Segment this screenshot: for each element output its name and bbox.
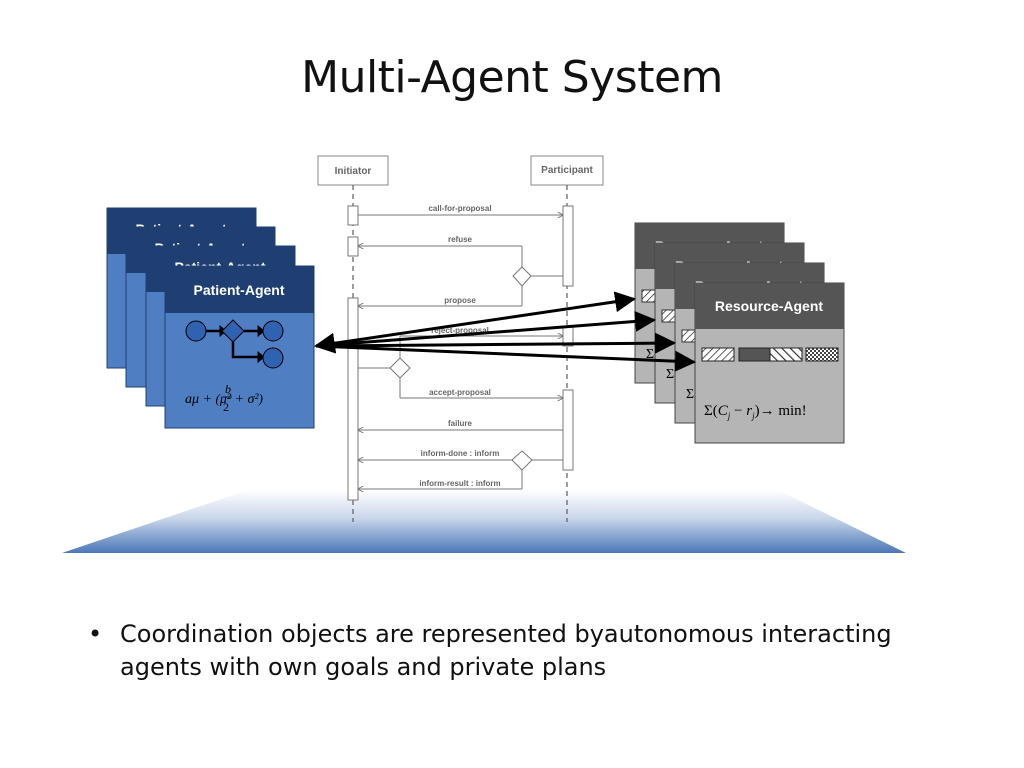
base-platform [62,490,906,553]
svg-text:Σ: Σ [686,387,694,402]
resource-agent-stack: Resource-Agent Σ Resource-Agent Σ Resour… [634,222,845,444]
process-flow-icon [185,319,284,369]
msg-propose: propose [444,296,476,305]
agent-connections [313,291,697,372]
msg-refuse: refuse [448,235,473,244]
connection-arrow [313,291,637,354]
svg-text:Σ: Σ [666,367,674,382]
svg-text:b: b [225,382,231,396]
msg-failure: failure [448,419,473,428]
decision-diamond [511,450,533,471]
patient-agent-card: Patient-Agent aμ + (μ² + σ²) b 2 [164,265,315,429]
msg-call-for-proposal: call-for-proposal [428,204,491,213]
initiator-label: Initiator [335,166,372,177]
activation-bar [562,389,574,471]
decision-diamond [512,266,532,287]
slide-title: Multi-Agent System [301,52,723,103]
initiator-box [317,155,389,186]
participant-label: Participant [541,165,593,176]
connection-arrow [315,310,657,348]
resource-agent-title: Resource-Agent [715,298,823,314]
resource-agent-card: Resource-Agent Σ(Cj − rj)→ min! [694,282,845,444]
msg-inform-result: inform-result : inform [419,479,500,488]
svg-text:2: 2 [223,400,229,414]
patient-agent-title: Patient-Agent [194,282,285,298]
patient-formula: aμ + (μ² + σ²) [185,391,263,407]
resource-formula: Σ(Cj − rj)→ min! [704,403,807,421]
connection-arrow [315,332,677,354]
bullet-point: • Coordination objects are represented b… [88,618,908,684]
decision-diamond [389,357,411,379]
msg-inform-done: inform-done : inform [421,449,500,458]
connection-arrow [315,344,697,372]
schedule-bar-icon [701,347,839,362]
activation-bar [347,297,359,501]
activation-bar [347,205,359,226]
bullet-text: Coordination objects are represented bya… [120,620,892,681]
activation-bar [562,205,574,287]
patient-agent-stack: Patient-Agent Patient-Agent Patient-Agen… [106,207,315,429]
msg-accept-proposal: accept-proposal [429,388,491,397]
bullet-marker: • [88,620,103,648]
svg-text:Σ: Σ [646,347,654,362]
activation-bar [347,236,359,257]
